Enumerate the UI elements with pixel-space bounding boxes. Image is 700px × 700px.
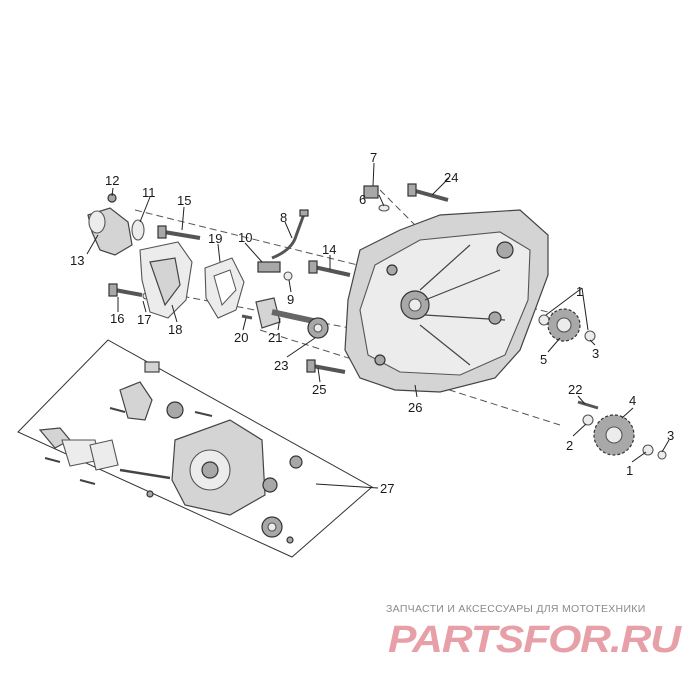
callout-26: 26 [408, 400, 422, 415]
crankcase-cover [344, 209, 549, 393]
callout-21: 21 [268, 330, 282, 345]
callout-20: 20 [234, 330, 248, 345]
callout-6: 6 [359, 192, 366, 207]
callout-3-upper: 3 [592, 346, 599, 361]
callout-labels: 1 1 2 3 3 4 5 6 7 8 9 10 11 12 13 14 15 … [70, 150, 674, 496]
callout-18: 18 [168, 322, 182, 337]
callout-1-upper: 1 [576, 284, 583, 299]
callout-7: 7 [370, 150, 377, 165]
callout-13: 13 [70, 253, 84, 268]
callout-16: 16 [110, 311, 124, 326]
callout-5: 5 [540, 352, 547, 367]
callout-9: 9 [287, 292, 294, 307]
callout-10: 10 [238, 230, 252, 245]
sub-assembly-group-27 [17, 339, 373, 558]
callout-11: 11 [142, 185, 156, 200]
callout-14: 14 [322, 242, 336, 257]
callout-24: 24 [444, 170, 458, 185]
watermark-logo-text: PARTSFOR.RU [388, 619, 683, 660]
callout-12: 12 [105, 173, 119, 188]
callout-25: 25 [312, 382, 326, 397]
callout-8: 8 [280, 210, 287, 225]
callout-2: 2 [566, 438, 573, 453]
leader-lines [86, 162, 670, 489]
callout-15: 15 [177, 193, 191, 208]
callout-17: 17 [137, 312, 151, 327]
callout-3-lower: 3 [667, 428, 674, 443]
callout-4: 4 [629, 393, 636, 408]
watermark-tagline: ЗАПЧАСТИ И АКСЕССУАРЫ ДЛЯ МОТОТЕХНИКИ [386, 603, 646, 615]
callout-23: 23 [274, 358, 288, 373]
callout-1-lower: 1 [626, 463, 633, 478]
callout-19: 19 [208, 231, 222, 246]
callout-27: 27 [380, 481, 394, 496]
watermark-logo: PARTSFOR.RU [388, 619, 684, 660]
callout-22: 22 [568, 382, 582, 397]
